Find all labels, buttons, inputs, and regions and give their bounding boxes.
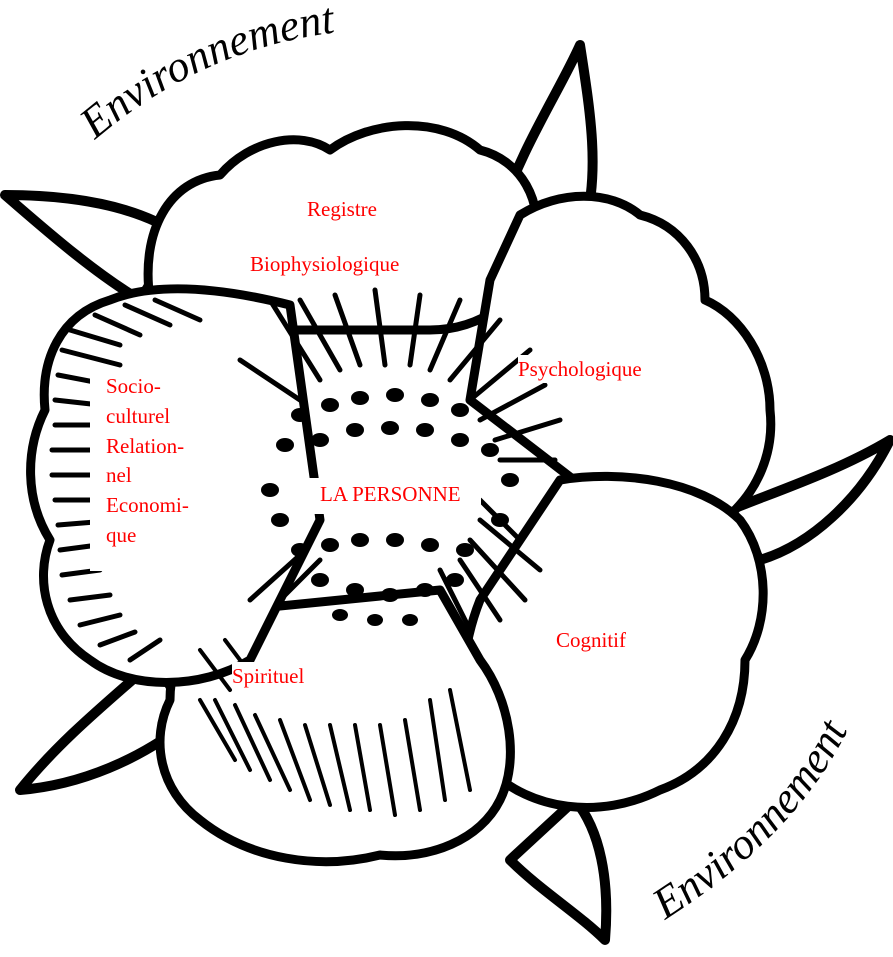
label-line-culturel: culturel [106, 402, 246, 432]
label-la-personne: LA PERSONNE [300, 478, 481, 514]
label-line-que: que [106, 521, 246, 551]
label-registre: Registre [307, 195, 377, 223]
label-line-nel: nel [106, 461, 246, 491]
label-spirituel: Spirituel [232, 662, 304, 690]
environment-label-top: Environnement [70, 0, 339, 148]
label-socioculturel-block: Socio- culturel Relation- nel Economi- q… [90, 370, 250, 571]
label-line-relation: Relation- [106, 432, 246, 462]
label-line-socio: Socio- [106, 372, 246, 402]
label-biophysiologique: Biophysiologique [250, 250, 399, 278]
label-psychologique: Psychologique [518, 355, 642, 383]
label-line-economi: Economi- [106, 491, 246, 521]
sepal-bottom [510, 800, 606, 940]
label-cognitif: Cognitif [556, 626, 626, 654]
